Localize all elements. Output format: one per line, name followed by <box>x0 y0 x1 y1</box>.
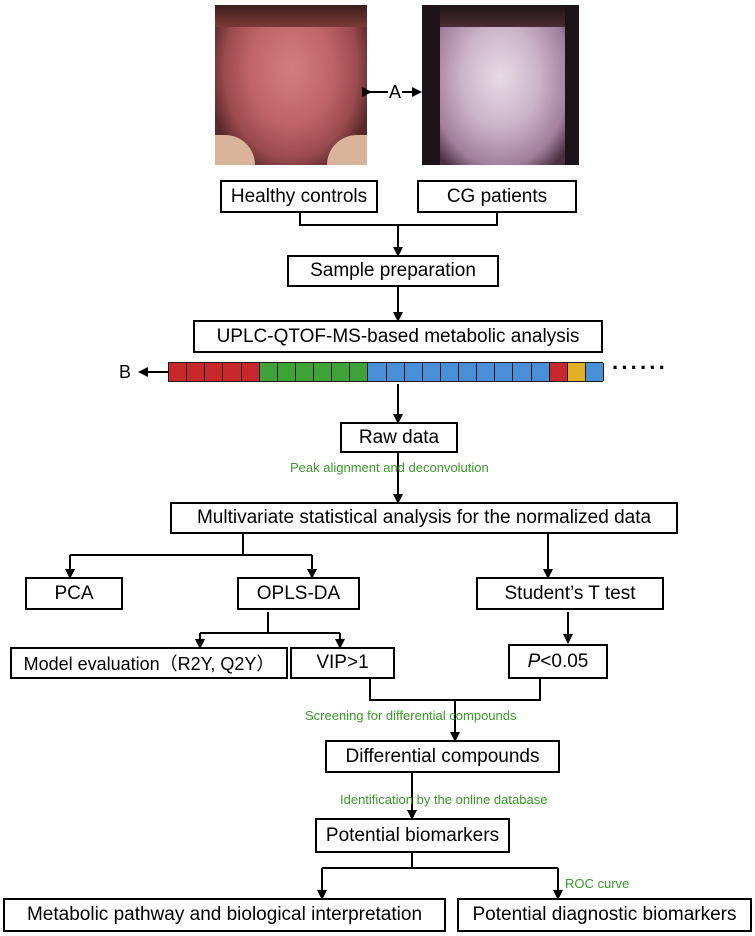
opls-da-box: OPLS-DA <box>237 577 360 610</box>
connector-screening-join <box>369 679 541 701</box>
strip-cell <box>386 363 405 381</box>
strip-cell <box>422 363 441 381</box>
differential-compounds-box: Differential compounds <box>325 740 560 773</box>
strip-cell <box>277 363 296 381</box>
connector-opls-split <box>200 612 340 634</box>
strip-cell <box>223 363 242 381</box>
metabolic-pathway-box: Metabolic pathway and biological interpr… <box>3 898 446 932</box>
cg-patient-tongue-photo <box>422 5 579 165</box>
diagnostic-biomarkers-box: Potential diagnostic biomarkers <box>457 898 752 932</box>
connector-multi-left <box>70 533 312 556</box>
healthy-tongue-photo <box>215 5 367 165</box>
strip-cell <box>549 363 568 381</box>
strip-cell <box>513 363 532 381</box>
students-t-test-box: Student’s T test <box>476 577 664 610</box>
p-italic: P <box>527 650 541 672</box>
strip-cell <box>314 363 333 381</box>
pca-box: PCA <box>25 577 123 610</box>
raw-data-box: Raw data <box>340 422 458 453</box>
strip-cell <box>459 363 478 381</box>
strip-cell <box>585 363 604 381</box>
sample-color-strip <box>168 362 604 382</box>
strip-cell <box>295 363 314 381</box>
healthy-controls-box: Healthy controls <box>220 180 378 213</box>
peak-alignment-note: Peak alignment and deconvolution <box>290 460 489 475</box>
strip-cell <box>495 363 514 381</box>
label-b: B <box>119 362 132 382</box>
strip-cell <box>332 363 351 381</box>
potential-biomarkers-box: Potential biomarkers <box>315 818 510 853</box>
label-a: A <box>388 82 403 103</box>
strip-ellipsis: ······ <box>612 355 668 380</box>
roc-curve-note: ROC curve <box>565 876 630 891</box>
strip-cell <box>241 363 260 381</box>
strip-cell <box>440 363 459 381</box>
strip-cell <box>350 363 369 381</box>
cg-patients-box: CG patients <box>417 180 577 213</box>
uplc-analysis-box: UPLC-QTOF-MS-based metabolic analysis <box>193 320 603 353</box>
strip-cell <box>477 363 496 381</box>
strip-cell <box>531 363 550 381</box>
strip-cell <box>259 363 278 381</box>
vip-box: VIP>1 <box>290 647 395 679</box>
sample-preparation-box: Sample preparation <box>287 255 499 287</box>
model-evaluation-box: Model evaluation（R2Y, Q2Y） <box>10 647 288 679</box>
strip-cell <box>169 363 188 381</box>
strip-cell <box>567 363 586 381</box>
connector-top-join <box>299 212 498 255</box>
strip-cell <box>368 363 387 381</box>
connector-potential-split <box>322 852 558 869</box>
screening-note: Screening for differential compounds <box>305 708 517 723</box>
p-value-box: P<0.05 <box>508 644 608 679</box>
identification-note: Identification by the online database <box>340 792 548 807</box>
multivariate-analysis-box: Multivariate statistical analysis for th… <box>170 502 678 534</box>
strip-cell <box>205 363 224 381</box>
strip-cell <box>404 363 423 381</box>
strip-cell <box>187 363 206 381</box>
p-threshold: <0.05 <box>540 650 589 672</box>
